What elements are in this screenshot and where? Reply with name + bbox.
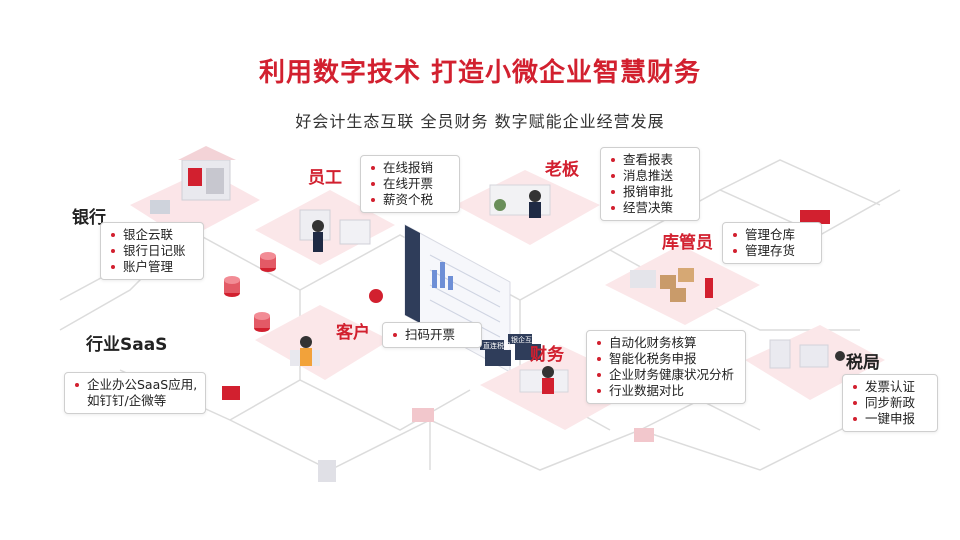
boss-item: 消息推送: [611, 168, 691, 184]
tax-item: 发票认证: [853, 379, 929, 395]
employee-item: 薪资个税: [371, 192, 451, 208]
finance-item: 行业数据对比: [597, 383, 737, 399]
screen-label-left: 直连税局: [483, 341, 511, 350]
customer-info-box: 扫码开票: [382, 322, 482, 348]
bank-item: 银企云联: [111, 227, 195, 243]
finance-info-box: 自动化财务核算 智能化税务申报 企业财务健康状况分析 行业数据对比: [586, 330, 746, 404]
screen-label-left-bg: [480, 340, 504, 350]
tax-item: 一键申报: [853, 411, 929, 427]
finance-item: 智能化税务申报: [597, 351, 737, 367]
employee-item: 在线开票: [371, 176, 451, 192]
warehouse-platform: [605, 245, 760, 325]
tax-label: 税局: [846, 353, 880, 373]
boss-info-box: 查看报表 消息推送 报销审批 经营决策: [600, 147, 700, 221]
finance-label: 财务: [530, 345, 564, 365]
screen-label-right: 银企互联: [511, 335, 539, 344]
warehouse-info-box: 管理仓库 管理存货: [722, 222, 822, 264]
boss-item: 报销审批: [611, 184, 691, 200]
page-title: 利用数字技术 打造小微企业智慧财务: [258, 58, 702, 88]
boss-platform: [455, 170, 600, 245]
saas-label: 行业SaaS: [86, 335, 168, 355]
bank-label: 银行: [72, 208, 106, 228]
employee-item: 在线报销: [371, 160, 451, 176]
cube-center: [412, 408, 434, 422]
cube-left: [222, 386, 240, 400]
boss-item: 查看报表: [611, 152, 691, 168]
customer-label: 客户: [336, 323, 370, 343]
warehouse-item: 管理仓库: [733, 227, 813, 243]
tax-item: 同步新政: [853, 395, 929, 411]
alarm-device: [369, 289, 383, 303]
finance-item: 企业财务健康状况分析: [597, 367, 737, 383]
bank-item: 银行日记账: [111, 243, 195, 259]
customer-platform: [255, 305, 390, 380]
screen-label-right-bg: [508, 334, 532, 344]
bank-info-box: 银企云联 银行日记账 账户管理: [100, 222, 204, 280]
boss-label: 老板: [545, 160, 579, 180]
tax-info-box: 发票认证 同步新政 一键申报: [842, 374, 938, 432]
saas-item-cont: 如钉钉/企微等: [87, 393, 167, 408]
bank-item: 账户管理: [111, 259, 195, 275]
finance-item: 自动化财务核算: [597, 335, 737, 351]
red-cylinders: [224, 252, 276, 332]
card-reader: [318, 460, 336, 482]
boss-item: 经营决策: [611, 200, 691, 216]
tax-platform: [745, 325, 885, 400]
printer: [800, 210, 830, 224]
cube-right: [634, 428, 654, 442]
employee-label: 员工: [308, 168, 342, 188]
page-subtitle: 好会计生态互联 全员财务 数字赋能企业经营发展: [295, 112, 665, 131]
warehouse-label: 库管员: [662, 233, 713, 253]
customer-item: 扫码开票: [393, 327, 473, 343]
employee-info-box: 在线报销 在线开票 薪资个税: [360, 155, 460, 213]
saas-item: 企业办公SaaS应用,: [75, 377, 197, 393]
warehouse-item: 管理存货: [733, 243, 813, 259]
saas-info-box: 企业办公SaaS应用, 如钉钉/企微等: [64, 372, 206, 414]
